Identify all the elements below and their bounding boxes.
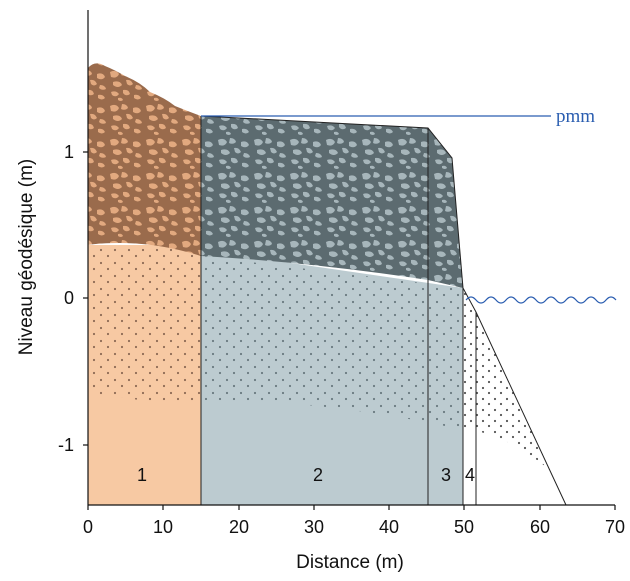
x-tick-label: 20 bbox=[229, 517, 249, 537]
zone-label-4: 4 bbox=[465, 465, 475, 485]
x-tick-label: 10 bbox=[153, 517, 173, 537]
x-tick-label: 50 bbox=[454, 517, 474, 537]
y-tick-label: 1 bbox=[64, 142, 74, 162]
x-tick-label: 40 bbox=[379, 517, 399, 537]
zone-label-1: 1 bbox=[137, 465, 147, 485]
x-tick-label: 30 bbox=[304, 517, 324, 537]
x-tick-label: 0 bbox=[83, 517, 93, 537]
zone-2-3-mottled-layer bbox=[201, 116, 463, 288]
pmm-label: pmm bbox=[556, 106, 595, 127]
zone-1-dotted-layer bbox=[88, 245, 201, 402]
zone-1-mottled-layer bbox=[88, 63, 201, 256]
zone-2-3-dotted-layer bbox=[201, 256, 463, 430]
y-tick-label: -1 bbox=[58, 435, 74, 455]
x-axis-ticks: 0 10 20 30 40 50 60 70 bbox=[83, 505, 625, 537]
y-axis-label: Niveau géodésique (m) bbox=[16, 159, 37, 355]
x-tick-label: 60 bbox=[530, 517, 550, 537]
y-tick-label: 0 bbox=[64, 288, 74, 308]
zone-label-3: 3 bbox=[441, 465, 451, 485]
zone-label-2: 2 bbox=[313, 465, 323, 485]
y-axis-ticks: 1 0 -1 bbox=[58, 142, 88, 455]
water-wave-line bbox=[465, 296, 617, 304]
x-tick-label: 70 bbox=[605, 517, 625, 537]
x-axis-label: Distance (m) bbox=[296, 552, 404, 573]
profile-outline bbox=[200, 115, 567, 506]
